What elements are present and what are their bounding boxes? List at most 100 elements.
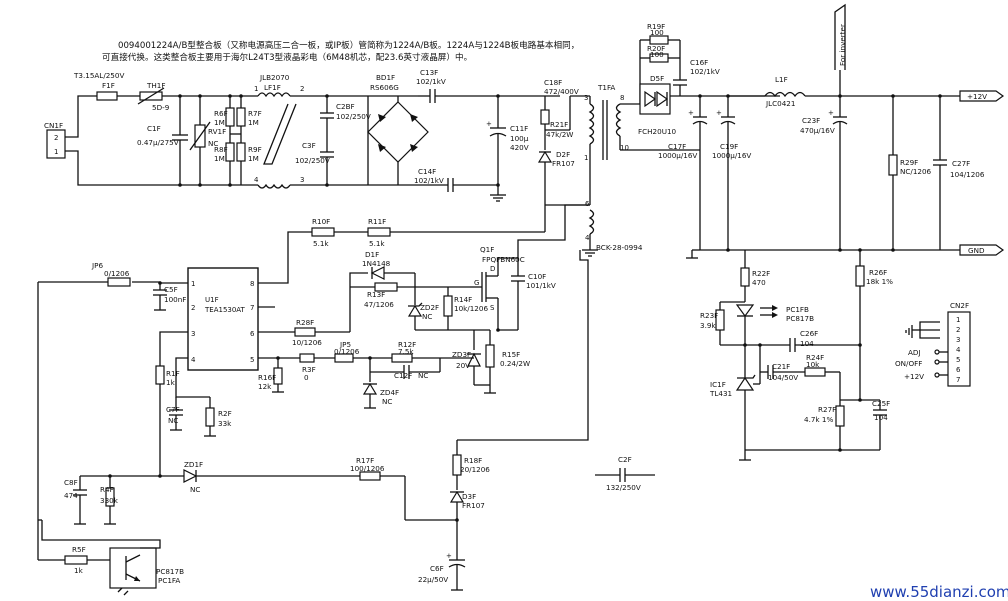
for-inverter-label: For inverter bbox=[838, 24, 847, 66]
label-cn1f-p2: 2 bbox=[54, 134, 58, 142]
label-r2f-v: 33k bbox=[218, 419, 232, 428]
label-cn2-p2: 2 bbox=[956, 326, 960, 334]
label-r21f-v: 47k/2W bbox=[546, 130, 573, 139]
label-r17f-v: 100/1206 bbox=[350, 464, 385, 473]
transformer-t1fa: T1FA 3 1 8 10 6 4 BCK-28-0994 bbox=[584, 83, 643, 252]
label-d1f: D1F bbox=[365, 250, 379, 259]
label-c8f: C8F bbox=[64, 478, 78, 487]
label-r16f-v: 12k bbox=[258, 382, 272, 391]
label-c11f: C11F bbox=[510, 124, 528, 133]
label-d5f: D5F bbox=[650, 74, 664, 83]
label-c3f-v: 102/250V bbox=[295, 156, 330, 165]
label-r19f-v: 100 bbox=[650, 28, 664, 37]
label-r21f: R21F bbox=[550, 120, 568, 129]
label-bck: BCK-28-0994 bbox=[596, 243, 643, 252]
svg-text:+: + bbox=[828, 109, 834, 117]
label-r12f: R12F bbox=[398, 340, 416, 349]
label-r3f-v: 0 bbox=[304, 373, 309, 382]
label-f1f: F1F bbox=[102, 81, 115, 90]
label-r14f: R14F bbox=[454, 295, 472, 304]
svg-text:+: + bbox=[688, 109, 694, 117]
label-zd2f-v: NC bbox=[422, 312, 432, 321]
label-r14f-v: 10k/1206 bbox=[454, 304, 488, 313]
label-d5f-v: FCH20U10 bbox=[638, 127, 677, 136]
label-t-p1: 1 bbox=[584, 154, 588, 162]
label-c18f: C18F bbox=[544, 78, 562, 87]
label-r11f-v: 5.1k bbox=[369, 239, 385, 248]
label-d3f-v: FR107 bbox=[462, 501, 485, 510]
capacitor-c1f: C1F 0.47μ/275V bbox=[137, 96, 188, 185]
label-lf1f-p3: 3 bbox=[300, 176, 304, 184]
label-zd1f: ZD1F bbox=[184, 460, 203, 469]
header-line-2: 可直接代换。这类整合板主要用于海尔L24T3型液晶彩电（6M48机芯，配23.6… bbox=[102, 51, 472, 63]
label-cn2-p4: 4 bbox=[956, 346, 961, 354]
varistor-rv1f: RV1F NC bbox=[189, 96, 226, 185]
label-pc1fb: PC1FB bbox=[786, 305, 809, 314]
label-c23f-v: 470μ/16V bbox=[800, 126, 835, 135]
label-r2f: R2F bbox=[218, 409, 232, 418]
label-q-d: D bbox=[490, 265, 495, 273]
label-t-p3: 3 bbox=[584, 94, 588, 102]
label-r27f: R27F bbox=[818, 405, 836, 414]
label-r4f: R4F bbox=[100, 485, 114, 494]
label-c26f-v: 104 bbox=[800, 339, 814, 348]
label-zd2f: ZD2F bbox=[420, 303, 439, 312]
label-pc817b-a: PC817B bbox=[156, 567, 184, 576]
label-c11f-v2: 420V bbox=[510, 143, 529, 152]
connector-cn1f: CN1F 2 1 bbox=[44, 121, 66, 159]
label-c21f: C21F bbox=[772, 362, 790, 371]
label-r18f-v: 20/1206 bbox=[460, 465, 490, 474]
label-l1f: L1F bbox=[775, 75, 788, 84]
label-c19f: C19F bbox=[720, 142, 738, 151]
label-r28f-v: 10/1206 bbox=[292, 338, 322, 347]
label-r23f: R23F bbox=[700, 311, 718, 320]
label-c2bf-v: 102/250V bbox=[336, 112, 371, 121]
label-cn2-p1: 1 bbox=[956, 316, 960, 324]
label-fuse: T3.15AL/250V bbox=[73, 71, 124, 80]
label-lf1f-p1: 1 bbox=[254, 85, 258, 93]
label-d2f-v: FR107 bbox=[552, 159, 575, 168]
label-jp6-v: 0/1206 bbox=[104, 269, 130, 278]
ic-u1f: TEA1530AT U1F 8 7 6 5 1 2 3 4 bbox=[187, 267, 259, 371]
label-c12f: C12F bbox=[394, 371, 412, 380]
label-u1f-v: TEA1530AT bbox=[204, 306, 246, 314]
label-d1f-v: 1N4148 bbox=[362, 259, 391, 268]
label-r26f: R26F bbox=[869, 268, 887, 277]
label-c23f: C23F bbox=[802, 116, 820, 125]
label-c6f: C6F bbox=[430, 564, 444, 573]
label-u-p5: 5 bbox=[250, 356, 254, 364]
label-u-p6: 6 bbox=[250, 330, 255, 338]
label-bd1f: BD1F bbox=[376, 73, 395, 82]
label-c14f-v: 102/1kV bbox=[414, 176, 444, 185]
label-cn2-p7: 7 bbox=[956, 376, 960, 384]
label-c11f-v1: 100μ bbox=[510, 134, 529, 143]
label-r9f-v: 1M bbox=[248, 154, 259, 163]
label-lf1f-b: LF1F bbox=[264, 83, 281, 92]
label-r1f-v: 1k bbox=[166, 378, 176, 387]
label-adj: ADJ bbox=[908, 348, 921, 357]
label-r17f: R17F bbox=[356, 456, 374, 465]
label-c8f-v: 474 bbox=[64, 491, 78, 500]
label-c12f-v: NC bbox=[418, 371, 428, 380]
label-q-s: S bbox=[490, 304, 495, 312]
label-c3f: C3F bbox=[302, 141, 316, 150]
label-t-p8: 8 bbox=[620, 94, 624, 102]
label-u-p2: 2 bbox=[191, 304, 195, 312]
label-cn1f: CN1F bbox=[44, 121, 63, 130]
label-onoff: ON/OFF bbox=[895, 359, 922, 368]
label-d3f: D3F bbox=[462, 492, 476, 501]
label-r11f: R11F bbox=[368, 217, 386, 226]
label-r6f: R6F bbox=[214, 109, 228, 118]
label-c6f-v: 22μ/50V bbox=[418, 575, 448, 584]
svg-text:+: + bbox=[716, 109, 722, 117]
label-r1f: R1F bbox=[166, 369, 180, 378]
label-ic1f-v: TL431 bbox=[709, 389, 732, 398]
label-c16f-v: 102/1kV bbox=[690, 67, 720, 76]
gnd-label: GND bbox=[968, 246, 985, 255]
label-r10f-v: 5.1k bbox=[313, 239, 329, 248]
label-r5f-v: 1k bbox=[74, 566, 84, 575]
label-r7f: R7F bbox=[248, 109, 262, 118]
label-c16f: C16F bbox=[690, 58, 708, 67]
label-cn1f-p1: 1 bbox=[54, 148, 58, 156]
label-r19f: R19F bbox=[647, 22, 665, 31]
